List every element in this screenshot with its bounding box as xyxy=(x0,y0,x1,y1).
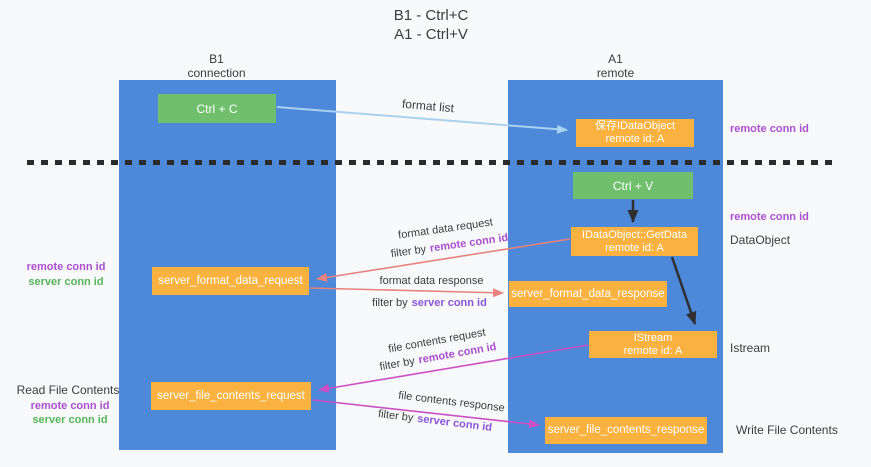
ctrl-c-label: Ctrl + C xyxy=(196,101,238,116)
server-format-data-request-label: server_format_data_request xyxy=(158,274,303,287)
filter-by-text: filter by xyxy=(377,408,415,425)
left-server-conn-id-2: server conn id xyxy=(32,414,108,426)
a1-role: remote xyxy=(596,66,635,80)
ctrl-v-label: Ctrl + V xyxy=(612,178,654,193)
a1-name: A1 xyxy=(608,52,623,66)
diagram-title: B1 - Ctrl+C A1 - Ctrl+V xyxy=(331,6,531,44)
b1-role: connection xyxy=(187,66,246,80)
filter-by-text: filter by xyxy=(372,297,408,309)
dataobject-label: DataObject xyxy=(730,233,791,247)
server-file-contents-request-box: server_file_contents_request xyxy=(151,382,311,410)
server-format-data-request-box: server_format_data_request xyxy=(152,267,309,295)
read-file-contents-label: Read File Contents xyxy=(16,383,120,397)
title-line-1: B1 - Ctrl+C xyxy=(393,7,469,24)
format-data-response-arrow xyxy=(309,287,504,298)
format-data-response-label: format data response xyxy=(379,275,484,287)
a1-lifeline-header: A1 remote xyxy=(508,52,723,80)
istream-line2: remote id: A xyxy=(623,344,683,357)
save-idataobject-line1: 保存IDataObject xyxy=(594,120,676,132)
title-line-2: A1 - Ctrl+V xyxy=(394,26,468,43)
phase-divider-dashed-line xyxy=(27,160,833,165)
right-remote-conn-id-2: remote conn id xyxy=(730,211,809,223)
left-server-conn-id-1: server conn id xyxy=(28,276,104,288)
server-file-contents-response-label: server_file_contents_response xyxy=(547,424,705,436)
filter-by-text: filter by xyxy=(390,243,427,261)
right-remote-conn-id-1: remote conn id xyxy=(730,123,809,135)
server-file-contents-request-label: server_file_contents_request xyxy=(157,389,305,402)
b1-lifeline-header: B1 connection xyxy=(109,52,324,80)
istream-side-label: Istream xyxy=(730,341,771,355)
format-list-label: format list xyxy=(401,96,455,116)
istream-box: IStream remote id: A xyxy=(589,331,717,358)
ctrl-v-box: Ctrl + V xyxy=(573,172,693,199)
server-conn-id-text: server conn id xyxy=(416,412,493,434)
filter-by-text: filter by xyxy=(378,355,416,374)
server-format-data-response-label: server_format_data_response xyxy=(511,287,665,300)
write-file-contents-label: Write File Contents xyxy=(736,423,838,437)
getdata-line2: remote id: A xyxy=(605,241,664,254)
save-idataobject-box: 保存IDataObject remote id: A xyxy=(576,119,694,147)
server-conn-id-text: server conn id xyxy=(411,297,487,309)
left-remote-conn-id-2: remote conn id xyxy=(30,400,110,412)
istream-line1: IStream xyxy=(633,331,673,344)
getdata-line1: IDataObject::GetData xyxy=(581,228,688,241)
save-idataobject-line2: remote id: A xyxy=(605,133,665,145)
server-file-contents-response-box: server_file_contents_response xyxy=(545,417,707,444)
idataobject-getdata-box: IDataObject::GetData remote id: A xyxy=(571,227,698,256)
ctrl-c-box: Ctrl + C xyxy=(158,94,276,123)
server-format-data-response-box: server_format_data_response xyxy=(509,281,667,307)
left-remote-conn-id-1: remote conn id xyxy=(26,261,106,273)
b1-name: B1 xyxy=(209,52,224,66)
